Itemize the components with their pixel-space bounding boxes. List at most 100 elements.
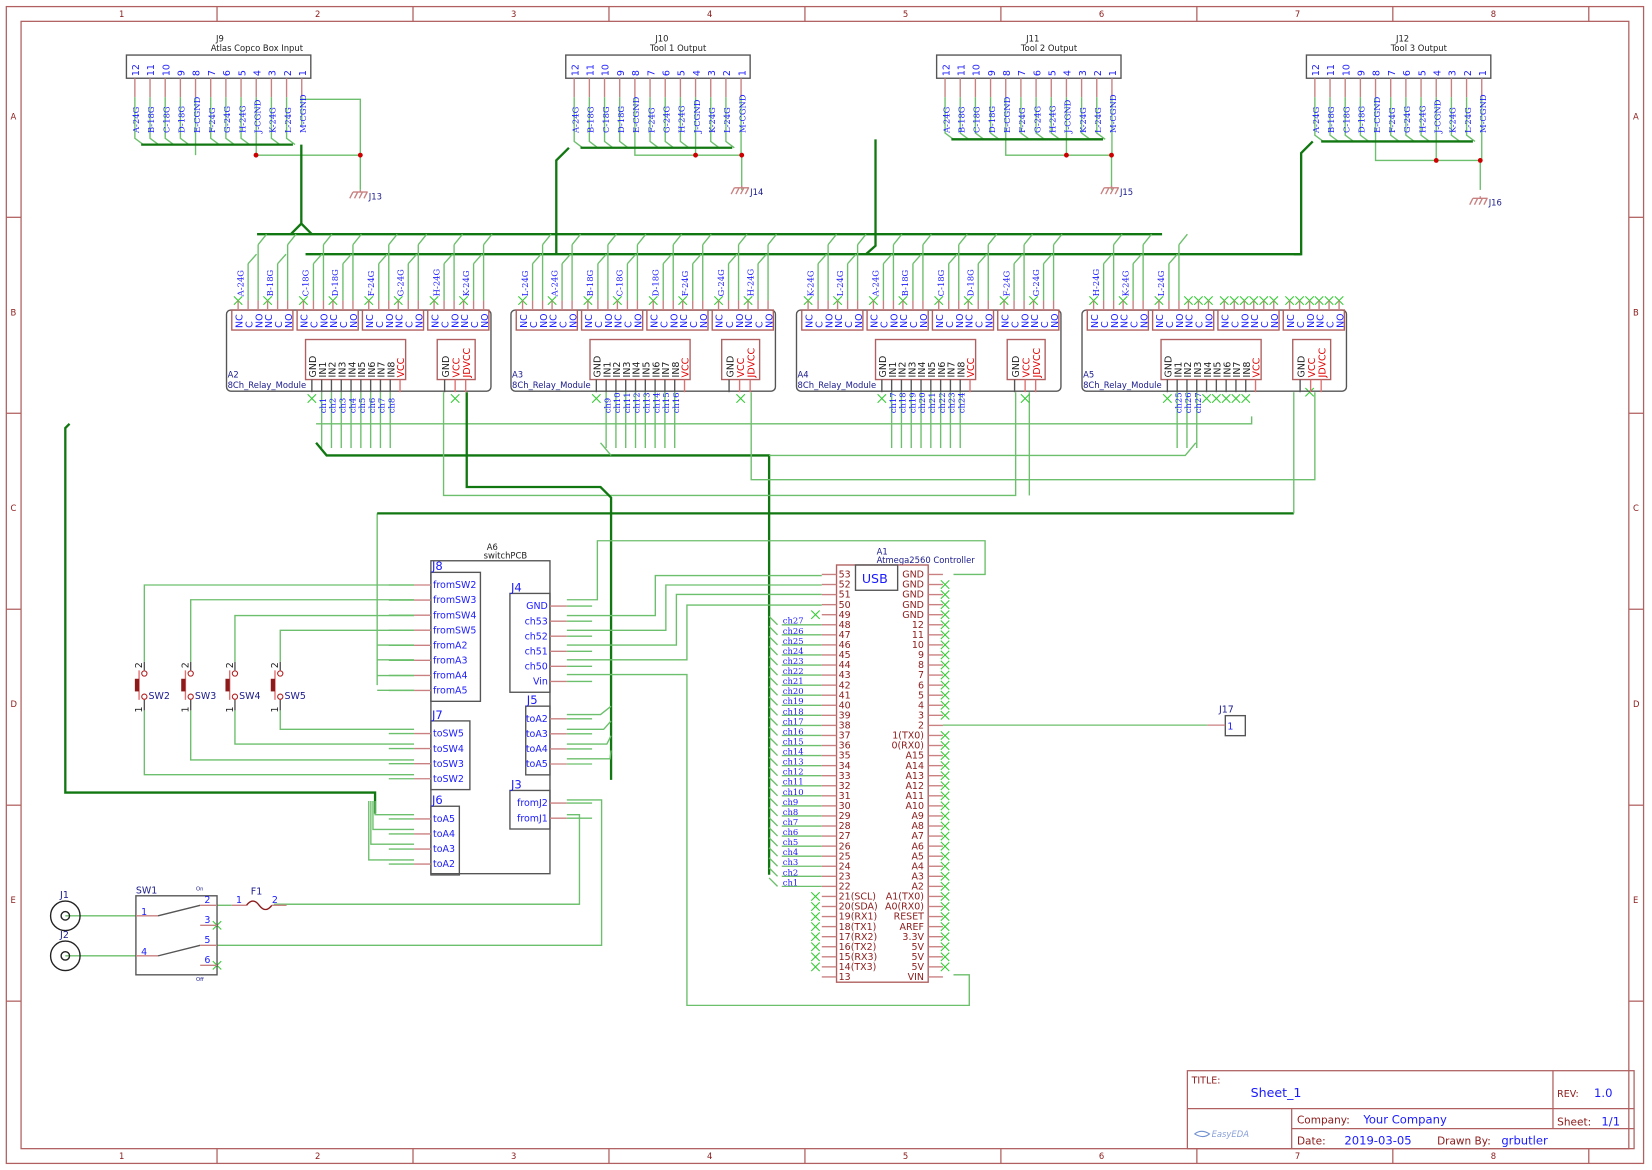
wire	[1142, 233, 1153, 246]
controller-right-pin: A14	[905, 761, 924, 772]
no-connect-marker	[1231, 393, 1241, 404]
switch-ref: SW1	[136, 886, 157, 897]
relay-pin-label: NO	[349, 313, 360, 328]
net-label: M-CGND	[1478, 94, 1488, 133]
wire	[312, 253, 323, 265]
relay-contact-group	[1151, 309, 1215, 331]
wire	[1374, 126, 1481, 162]
relay-net-label: A-24G	[549, 270, 559, 298]
pin-number: 5	[237, 70, 248, 76]
relay-pin-label: NC	[1315, 314, 1326, 328]
relay-input-pin: IN2	[612, 362, 623, 378]
header-pin-label: toSW3	[433, 759, 464, 770]
pin-number: 6	[222, 70, 233, 76]
controller-right-pin: 6	[918, 680, 924, 691]
controller-right-pin: 5V	[911, 952, 924, 963]
wire	[372, 800, 415, 831]
controller-right-pin: A10	[905, 801, 924, 812]
wire	[555, 146, 570, 255]
relay-pin-label: NO	[699, 313, 710, 328]
no-connect-marker	[810, 901, 821, 912]
ch-label: ch11	[622, 392, 632, 413]
no-connect-marker	[940, 600, 950, 610]
pin-number: 6	[1032, 70, 1043, 76]
relay-input-header	[1160, 338, 1262, 381]
wire	[626, 253, 637, 265]
controller-ch-label: ch20	[783, 686, 804, 696]
ch-label: ch21	[927, 392, 937, 413]
no-connect-marker	[810, 610, 821, 620]
ground-hatch	[358, 191, 364, 199]
ch-label: ch7	[377, 398, 387, 413]
no-connect-marker	[810, 962, 821, 972]
relay-pin-label: NC	[715, 314, 726, 328]
switch-contact	[141, 670, 148, 677]
ch-label: ch6	[367, 398, 377, 413]
relay-pin-label: C	[440, 321, 451, 328]
ch-label: ch4	[347, 398, 357, 413]
controller-left-pin: 39	[839, 710, 851, 721]
relay-input-pin: IN8	[671, 362, 682, 378]
controller-right-pin: A6	[911, 841, 924, 852]
controller-right-pin: A1(TX0)	[886, 892, 924, 903]
no-connect-line	[940, 579, 950, 590]
module-name: 8Ch_Relay_Module	[512, 380, 591, 390]
pin-number: 3	[707, 70, 718, 76]
controller-left-pin: 30	[839, 801, 851, 812]
wire	[571, 233, 582, 246]
header-pin-label: fromA4	[433, 671, 468, 682]
jack-outer	[49, 940, 81, 972]
controller-ch-label: ch15	[783, 736, 804, 746]
ch-label: ch20	[917, 392, 927, 413]
relay-net-label: H-24G	[745, 268, 755, 296]
relay-pin-label: NC	[1090, 314, 1101, 328]
relay-input-header	[304, 338, 407, 381]
wire	[270, 126, 281, 146]
no-connect-marker	[940, 922, 950, 932]
relay-net-label: G-24G	[396, 269, 406, 296]
controller-left-pin: 24	[839, 861, 851, 872]
column-label: 3	[511, 1151, 516, 1161]
wire	[728, 253, 738, 265]
relay-input-pin: IN6	[367, 362, 378, 378]
pin-number: 10	[972, 64, 983, 76]
relay-contact-group	[1282, 309, 1346, 331]
switch-pin-number: 2	[204, 895, 210, 906]
controller-right-pin: A13	[905, 771, 924, 782]
wire	[566, 720, 612, 731]
relay-pin-label: C	[945, 321, 956, 328]
relay-pin-label: C	[1040, 321, 1051, 328]
connector-name: Tool 3 Output	[1390, 43, 1448, 53]
no-connect-marker	[940, 781, 950, 791]
easyeda-logo-text: EasyEDA	[1212, 1129, 1250, 1139]
controller-ch-label: ch7	[783, 817, 798, 827]
switch-button	[134, 678, 140, 692]
relay-pin-label: NC	[744, 314, 755, 328]
module-ref: A2	[228, 369, 239, 379]
relay-pin-label: NO	[1139, 313, 1150, 328]
relay-pin-label: NO	[1110, 313, 1121, 328]
controller-left-pin: 35	[839, 751, 851, 762]
no-connect-marker	[940, 891, 950, 902]
no-connect-line	[940, 670, 950, 680]
wire	[974, 126, 985, 140]
no-connect-line	[940, 952, 950, 962]
controller-ch-label: ch19	[783, 696, 804, 706]
wire	[636, 233, 647, 246]
controller-right-pin: A5	[911, 851, 924, 862]
relay-pin-label: C	[1230, 321, 1241, 328]
wire	[1420, 126, 1430, 142]
jack-j1: J1	[49, 890, 81, 932]
relay-pin-label: NO	[764, 313, 775, 328]
net-label: A-24G	[1311, 106, 1321, 134]
switch-on-label: On	[196, 887, 203, 893]
net-label: C-18G	[1341, 106, 1351, 133]
net-label: G-24G	[222, 106, 232, 133]
title-label: TITLE:	[1191, 1075, 1221, 1086]
title-block-border	[1186, 1070, 1635, 1150]
net-label: D-18G	[177, 106, 187, 133]
